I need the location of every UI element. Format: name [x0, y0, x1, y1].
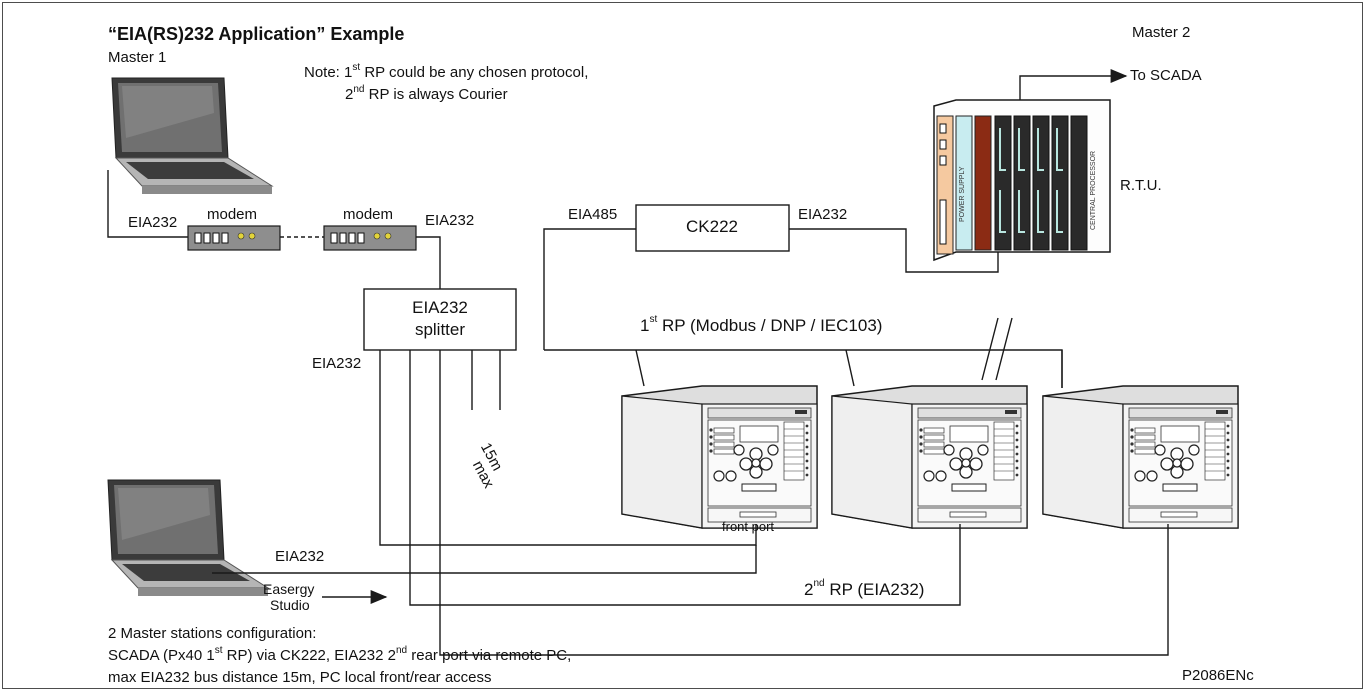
- laptop-icon-master1: [111, 77, 273, 195]
- relay-icon-2: [831, 385, 1028, 529]
- eia232-ck-label: EIA232: [798, 206, 848, 223]
- eia232-modem-label: EIA232: [425, 212, 475, 229]
- ck222-label: CK222: [686, 217, 738, 236]
- ck222-box: [635, 204, 790, 252]
- rtu-label: R.T.U.: [1120, 177, 1162, 194]
- eia232-pc1-label: EIA232: [128, 214, 178, 231]
- figure-id-label: P2086ENc: [1182, 667, 1254, 684]
- relay-icon-3: [1042, 385, 1239, 529]
- config-line3: max EIA232 bus distance 15m, PC local fr…: [108, 669, 492, 686]
- laptop-icon-remote: [107, 479, 269, 597]
- master1-label: Master 1: [108, 49, 167, 66]
- to-scada-label: To SCADA: [1130, 67, 1202, 84]
- easergy-label-line1: Easergy: [263, 581, 315, 597]
- rp1-label: 1st RP (Modbus / DNP / IEC103): [640, 314, 883, 335]
- rtu-power-supply-label: POWER SUPPLY: [959, 166, 966, 223]
- rtu-central-processor-label: CENTRAL PROCESSOR: [1090, 150, 1097, 230]
- master2-label: Master 2: [1132, 24, 1191, 41]
- front-port-label: front port: [722, 519, 775, 534]
- note-line2: 2nd RP is always Courier: [345, 84, 508, 103]
- rtu-rack-icon: [933, 99, 1111, 262]
- eia485-label: EIA485: [568, 206, 618, 223]
- wiring: [107, 69, 1169, 656]
- easergy-label-line2: Studio: [270, 597, 310, 613]
- splitter-label-line2: splitter: [414, 320, 466, 339]
- splitter-label-line1: EIA232: [412, 298, 468, 317]
- config-line1: 2 Master stations configuration:: [108, 625, 317, 642]
- modem-left-icon: [187, 225, 281, 251]
- rp2-label: 2nd RP (EIA232): [804, 578, 925, 599]
- config-line2: SCADA (Px40 1st RP) via CK222, EIA232 2n…: [108, 645, 572, 664]
- eia232-pc2-label: EIA232: [275, 548, 325, 565]
- diagram-title: “EIA(RS)232 Application” Example: [108, 24, 405, 44]
- modem-left-label: modem: [207, 206, 258, 223]
- relay-icon-1: [621, 385, 818, 529]
- modem-right-icon: [323, 225, 417, 251]
- note-line1: Note: 1st RP could be any chosen protoco…: [304, 62, 589, 81]
- eia232-splitter-out-label: EIA232: [312, 355, 362, 372]
- modem-right-label: modem: [343, 206, 394, 223]
